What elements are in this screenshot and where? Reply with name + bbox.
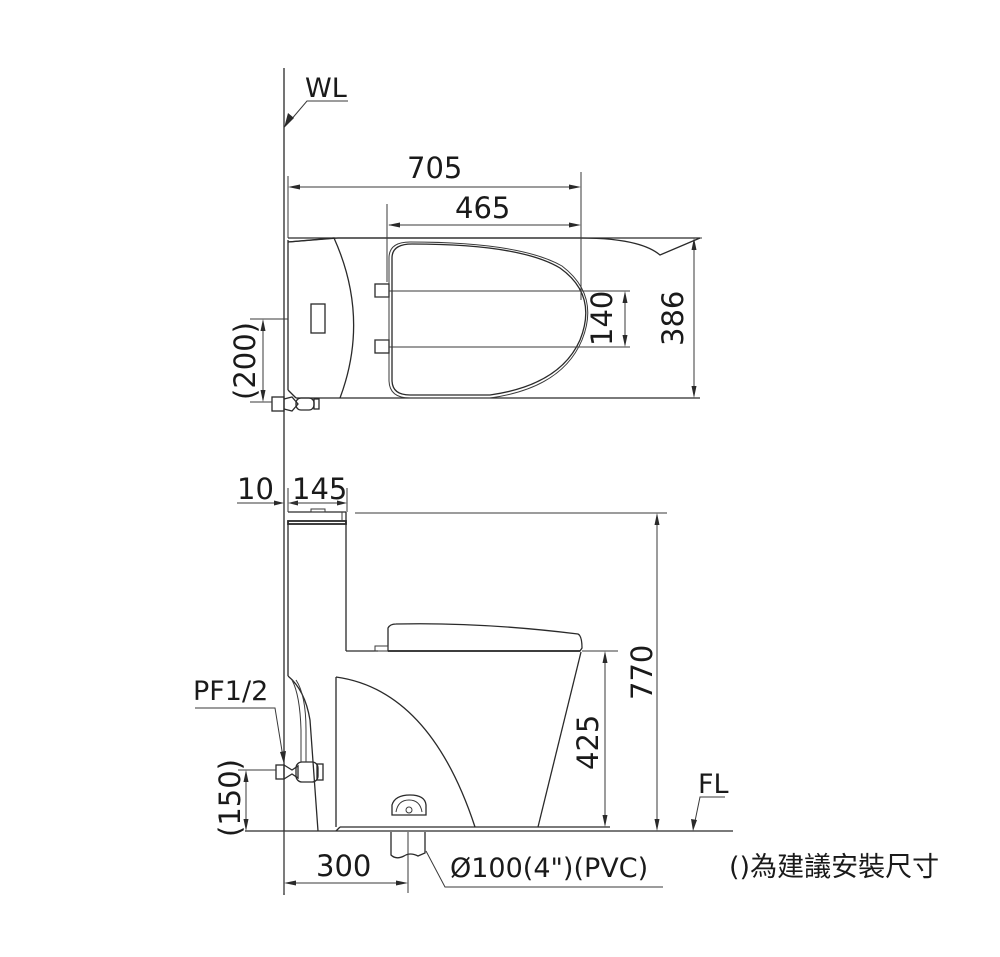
floor-line-label: FL bbox=[698, 769, 729, 800]
dim-supply-height: (150) bbox=[213, 759, 276, 837]
overall-length-value: 705 bbox=[407, 151, 462, 185]
dim-overall-length: 705 bbox=[287, 151, 582, 300]
dim-overall-height: 770 bbox=[355, 512, 667, 831]
wall-gap-value: 10 bbox=[237, 472, 274, 506]
seat-length-value: 465 bbox=[455, 191, 510, 225]
dim-rough-in: 300 bbox=[283, 831, 409, 893]
floor-line-leader: FL bbox=[691, 769, 729, 831]
rough-in-value: 300 bbox=[316, 849, 371, 883]
supply-offset-value: (200) bbox=[228, 322, 262, 400]
seat-height-value: 425 bbox=[571, 715, 605, 770]
top-view bbox=[271, 237, 701, 412]
dim-wall-gap: 10 bbox=[237, 472, 348, 512]
dim-hinge-spacing: 140 bbox=[389, 290, 630, 348]
hinge-icon bbox=[374, 339, 390, 354]
dim-supply-offset: (200) bbox=[228, 318, 288, 403]
hinge-icon bbox=[374, 283, 390, 298]
side-view bbox=[275, 508, 610, 860]
supply-valve-top bbox=[271, 396, 320, 412]
flush-button-icon bbox=[310, 303, 326, 334]
dim-overall-width: 386 bbox=[656, 237, 702, 398]
supply-height-value: (150) bbox=[213, 759, 247, 837]
overall-width-value: 386 bbox=[656, 291, 690, 346]
tank-depth-value: 145 bbox=[292, 472, 347, 506]
water-supply-leader: PF1/2 bbox=[193, 676, 286, 764]
overall-height-value: 770 bbox=[625, 645, 659, 700]
dim-tank-depth: 145 bbox=[290, 472, 347, 506]
drain-pipe-label: Ø100(4")(PVC) bbox=[450, 853, 648, 884]
dim-seat-height: 425 bbox=[571, 650, 618, 827]
wall-line-label: WL bbox=[305, 73, 347, 104]
supply-valve-side bbox=[275, 752, 324, 783]
water-supply-label: PF1/2 bbox=[193, 676, 268, 707]
drain-leader: Ø100(4")(PVC) bbox=[425, 850, 663, 888]
flush-button-side-icon bbox=[310, 508, 326, 513]
wall-line-leader: WL bbox=[284, 73, 348, 128]
drain-outlet-icon bbox=[391, 794, 427, 816]
dim-seat-length: 465 bbox=[386, 191, 581, 282]
installation-note: ()為建議安裝尺寸 bbox=[729, 852, 939, 883]
hinge-spacing-value: 140 bbox=[585, 291, 619, 346]
